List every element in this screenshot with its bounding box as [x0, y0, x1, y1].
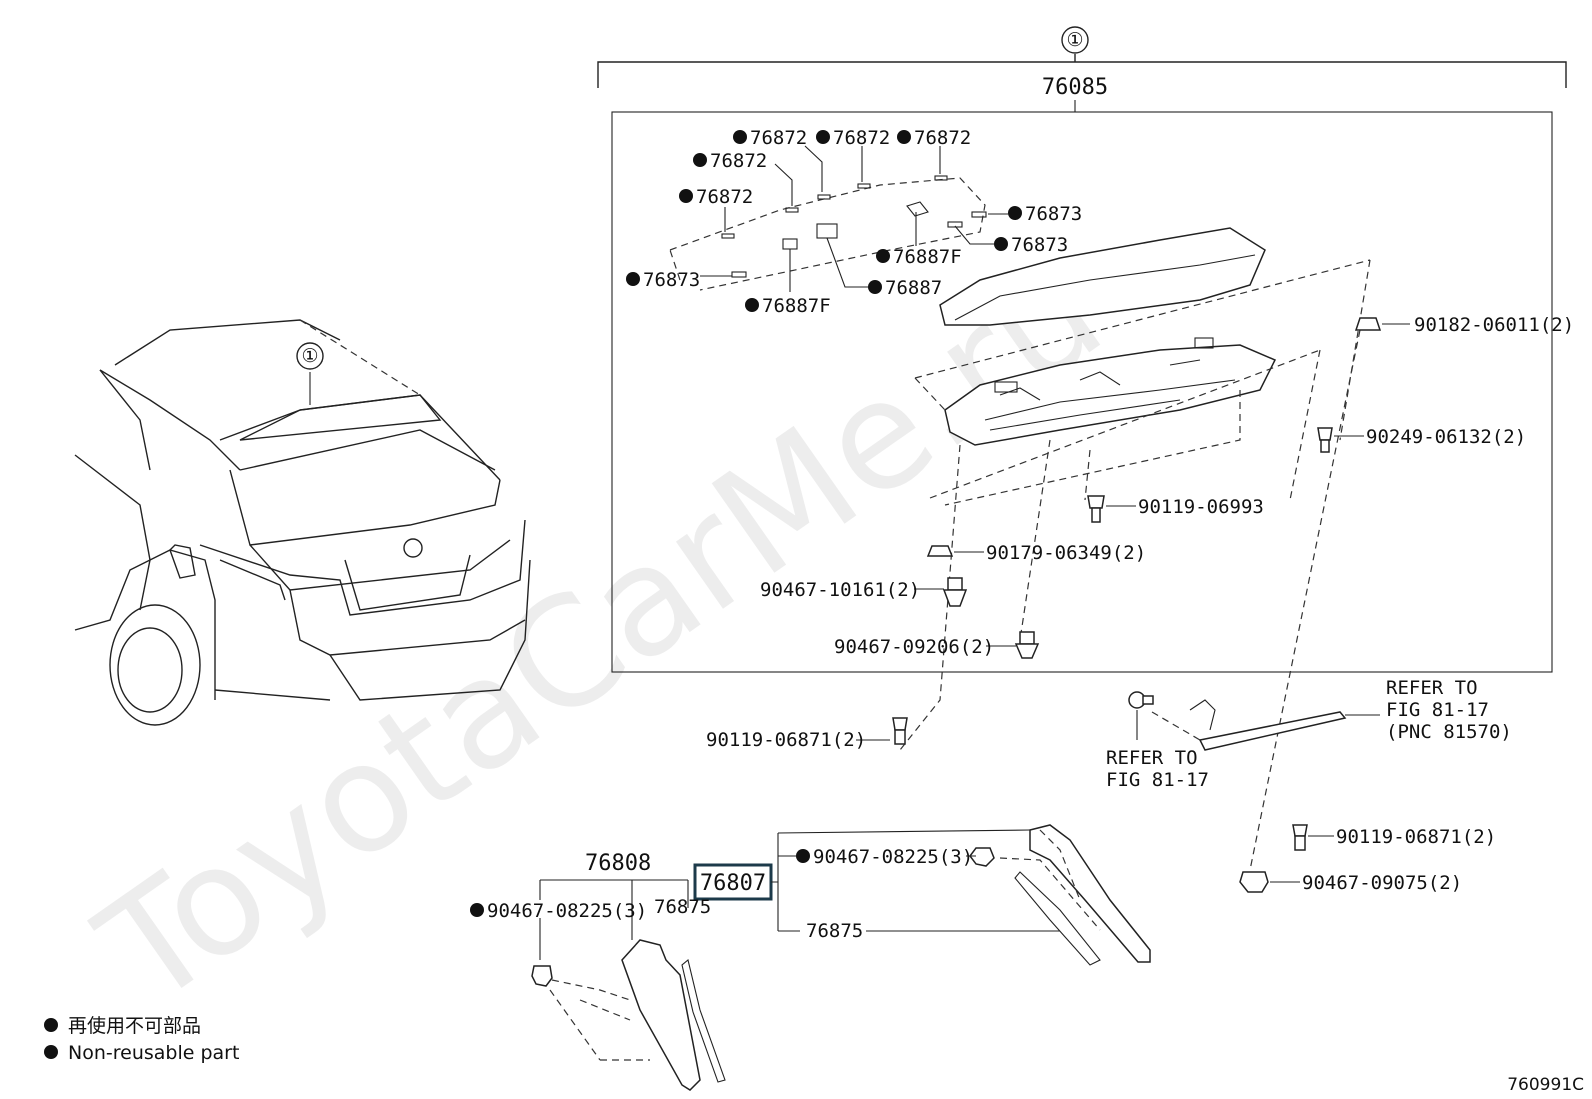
- assembly-part-number: 76085: [1042, 75, 1108, 100]
- garnish-right-76807: [969, 824, 1151, 966]
- label-group-76872: 76872 76872 76872 76872 76872: [679, 127, 971, 232]
- part-76873-b: 76873: [1011, 234, 1068, 256]
- part-90467-08225-b: 90467-08225(3): [487, 900, 647, 922]
- part-90119-06993: 90119-06993: [1138, 496, 1264, 518]
- ref2-line1: REFER TO: [1106, 747, 1198, 769]
- ref2-line2: FIG 81-17: [1106, 769, 1209, 791]
- part-76875-b: 76875: [654, 896, 711, 918]
- spoiler-base: [944, 344, 1277, 446]
- callout-circle-top: [1061, 26, 1089, 54]
- part-90119-06871-b: 90119-06871(2): [1336, 826, 1496, 848]
- part-76872-c: 76872: [914, 127, 971, 149]
- part-76807[interactable]: 76807: [700, 871, 766, 896]
- part-76872-e: 76872: [696, 186, 753, 208]
- assembly-bracket: [597, 54, 1567, 88]
- vehicle-rear-view: [74, 319, 531, 726]
- fastener-90179: [926, 545, 984, 557]
- spoiler-body: [939, 227, 1266, 326]
- part-76887: 76887: [885, 277, 942, 299]
- fastener-90119-b: [856, 717, 908, 745]
- part-76873-a: 76873: [1025, 203, 1082, 225]
- ref1-line2: FIG 81-17: [1386, 699, 1489, 721]
- assembly-frame: [611, 111, 1553, 673]
- part-90467-10161: 90467-10161(2): [760, 579, 920, 601]
- refer-to-garnish: [1128, 691, 1380, 751]
- part-90119-06871-a: 90119-06871(2): [706, 729, 866, 751]
- non-reusable-dot: [876, 249, 890, 263]
- non-reusable-dot: [626, 272, 640, 286]
- part-76887F-a: 76887F: [893, 246, 962, 268]
- non-reusable-dot: [1008, 206, 1022, 220]
- figure-id: 760991C: [1507, 1075, 1584, 1095]
- fastener-90249: [1317, 427, 1364, 453]
- part-76873-c: 76873: [643, 269, 700, 291]
- fastener-90182: [1354, 317, 1410, 331]
- ref1-line3: (PNC 81570): [1386, 721, 1512, 743]
- part-90467-09075: 90467-09075(2): [1302, 872, 1462, 894]
- fastener-90467-b: [986, 631, 1040, 659]
- fastener-90467-c: [1239, 871, 1300, 893]
- callout-number-top: ①: [1066, 29, 1083, 51]
- part-76808: 76808: [585, 851, 651, 876]
- fastener-90467-a: [914, 577, 968, 607]
- part-90249-06132: 90249-06132(2): [1366, 426, 1526, 448]
- part-76872-d: 76872: [710, 150, 767, 172]
- non-reusable-dot: [693, 153, 707, 167]
- non-reusable-dot: [796, 849, 810, 863]
- garnish-left-76808: [531, 918, 726, 1091]
- non-reusable-dot: [994, 237, 1008, 251]
- legend-dot-en: [44, 1045, 58, 1059]
- part-76875-a: 76875: [806, 920, 863, 942]
- non-reusable-dot: [679, 189, 693, 203]
- legend-en: Non-reusable part: [68, 1042, 239, 1064]
- part-76887F-b: 76887F: [762, 295, 831, 317]
- callout-circle-vehicle: [296, 342, 324, 370]
- ref1-line1: REFER TO: [1386, 677, 1478, 699]
- non-reusable-dot: [745, 298, 759, 312]
- non-reusable-dot: [733, 130, 747, 144]
- part-90182-06011: 90182-06011(2): [1414, 314, 1574, 336]
- non-reusable-dot: [897, 130, 911, 144]
- fastener-90119-c: [1292, 824, 1334, 851]
- non-reusable-dot: [816, 130, 830, 144]
- non-reusable-dot: [868, 280, 882, 294]
- callout-number-vehicle: ①: [301, 345, 318, 367]
- part-90467-09206: 90467-09206(2): [834, 636, 994, 658]
- non-reusable-dot: [470, 903, 484, 917]
- legend-jp: 再使用不可部品: [68, 1015, 201, 1037]
- part-90179-06349: 90179-06349(2): [986, 542, 1146, 564]
- fastener-90119-a: [1087, 495, 1136, 523]
- legend-dot-jp: [44, 1018, 58, 1032]
- part-76872-a: 76872: [750, 127, 807, 149]
- part-76872-b: 76872: [833, 127, 890, 149]
- part-90467-08225-a: 90467-08225(3): [813, 846, 973, 868]
